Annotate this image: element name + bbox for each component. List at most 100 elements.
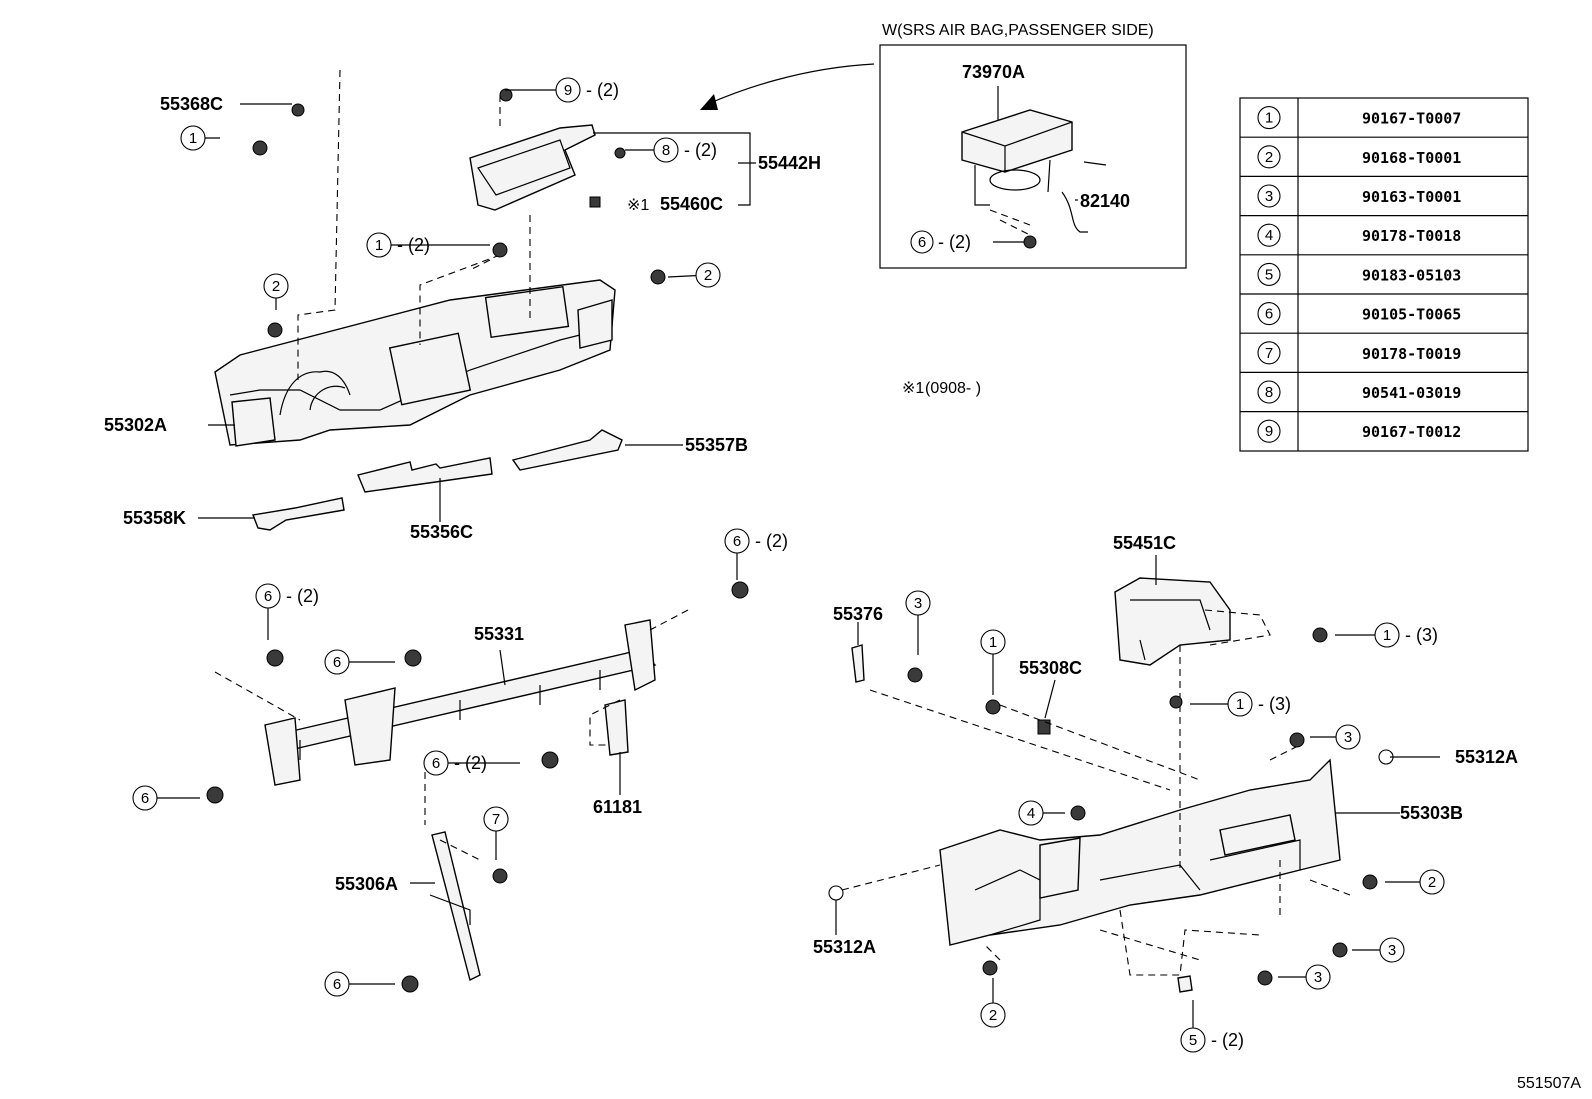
callout-number: 6 — [141, 790, 149, 807]
part-label-55356C[interactable]: 55356C — [410, 522, 473, 542]
part-label-55312A-left[interactable]: 55312A — [813, 937, 876, 957]
part-label-55308C[interactable]: 55308C — [1019, 658, 1082, 678]
bolt-icon — [206, 786, 224, 804]
part-labels: 55368C 55442H ※1 55460C 55302A 55357B 55… — [104, 94, 1518, 957]
wire-harness — [1061, 191, 1088, 233]
callout-4[interactable]: 4 — [1018, 800, 1065, 826]
callout-3[interactable]: 3 — [905, 590, 931, 655]
clip-55308C — [1037, 719, 1051, 735]
callout-9[interactable]: 9- (2) — [505, 77, 619, 103]
callout-2[interactable]: 2 — [980, 978, 1006, 1028]
legend-part-number[interactable]: 90105-T0065 — [1362, 306, 1461, 324]
callout-6[interactable]: 6 — [132, 785, 200, 811]
legend-number-circle — [1257, 184, 1281, 208]
callout-7[interactable]: 7 — [483, 806, 509, 860]
bolt-icon — [1332, 942, 1348, 958]
callout-number: 2 — [704, 267, 712, 284]
callout-1[interactable]: 1- (3) — [1190, 691, 1291, 717]
legend-number: 6 — [1265, 306, 1273, 323]
part-label-73970A[interactable]: 73970A — [962, 62, 1025, 82]
bolt-icon — [404, 649, 422, 667]
part-label-55357B[interactable]: 55357B — [685, 435, 748, 455]
callout-2[interactable]: 2 — [667, 262, 721, 288]
duct-55451C-drawing — [1114, 577, 1231, 666]
airbag-inset: W(SRS AIR BAG,PASSENGER SIDE) 73970A 821… — [879, 22, 1187, 269]
part-label-55302A[interactable]: 55302A — [104, 415, 167, 435]
callout-6[interactable]: 6 — [324, 649, 395, 675]
part-label-55376[interactable]: 55376 — [833, 604, 883, 624]
callout-6[interactable]: 6- (2) — [255, 583, 319, 640]
callout-3[interactable]: 3 — [1310, 724, 1361, 750]
legend-number: 7 — [1265, 345, 1273, 362]
callout-3[interactable]: 3 — [1352, 937, 1405, 963]
callout-quantity: - (2) — [1211, 1030, 1244, 1050]
callout-1[interactable]: 1 — [980, 629, 1006, 695]
callout-number: 5 — [1189, 1032, 1197, 1049]
callout-number: 6 — [333, 976, 341, 993]
callout-6[interactable]: 6 — [324, 971, 395, 997]
callout-circle — [1374, 622, 1400, 648]
legend-number-circle — [1257, 106, 1281, 130]
svg-text:6: 6 — [918, 234, 926, 251]
legend-part-number[interactable]: 90167-T0007 — [1362, 110, 1461, 128]
callout-6[interactable]: 6- (2) — [423, 750, 520, 776]
legend-part-number[interactable]: 90167-T0012 — [1362, 423, 1461, 441]
bolt-icon — [1312, 627, 1328, 643]
diagram-code: 551507A — [1517, 1075, 1581, 1092]
callout-number: 3 — [1344, 729, 1352, 746]
part-label-82140[interactable]: 82140 — [1080, 191, 1130, 211]
callout-1[interactable]: 1- (3) — [1335, 622, 1438, 648]
leader-lines — [198, 103, 1440, 935]
part-label-55442H[interactable]: 55442H — [758, 153, 821, 173]
pad-55356C — [357, 457, 493, 493]
callout-circle — [555, 77, 581, 103]
legend-row: 7 90178-T0019 — [1257, 341, 1461, 365]
part-label-55358K[interactable]: 55358K — [123, 508, 186, 528]
bolt-icon — [541, 751, 559, 769]
legend-part-number[interactable]: 90178-T0018 — [1362, 227, 1461, 245]
callout-circle — [1379, 937, 1405, 963]
legend-part-number[interactable]: 90168-T0001 — [1362, 149, 1461, 167]
callout-2[interactable]: 2 — [263, 273, 289, 310]
inset-callout-6: 6 - (2) — [910, 230, 1037, 254]
part-label-55451C[interactable]: 55451C — [1113, 533, 1176, 553]
callout-2[interactable]: 2 — [1385, 869, 1445, 895]
callout-8[interactable]: 8- (2) — [625, 137, 717, 163]
callout-circle — [423, 750, 449, 776]
inset-title: W(SRS AIR BAG,PASSENGER SIDE) — [882, 22, 1154, 39]
part-label-55312A-right[interactable]: 55312A — [1455, 747, 1518, 767]
legend-part-number[interactable]: 90163-T0001 — [1362, 188, 1461, 206]
bolt-icon — [907, 667, 923, 683]
part-label-55306A[interactable]: 55306A — [335, 874, 398, 894]
legend-part-number[interactable]: 90183-05103 — [1362, 266, 1461, 284]
callout-quantity: - (2) — [586, 80, 619, 100]
callout-circle — [724, 528, 750, 554]
callout-1[interactable]: 1- (2) — [366, 232, 490, 258]
callout-number: 6 — [733, 533, 741, 550]
callout-number: 3 — [914, 595, 922, 612]
part-label-55331[interactable]: 55331 — [474, 624, 524, 644]
callout-circle — [1227, 691, 1253, 717]
callout-number: 3 — [1314, 969, 1322, 986]
part-label-61181[interactable]: 61181 — [593, 797, 642, 817]
callout-number: 3 — [1388, 942, 1396, 959]
part-label-55368C[interactable]: 55368C — [160, 94, 223, 114]
pad-55358K — [252, 497, 345, 531]
bolt-icon — [401, 975, 419, 993]
part-label-55303B[interactable]: 55303B — [1400, 803, 1463, 823]
callout-5[interactable]: 5 - (2) — [1180, 1000, 1244, 1053]
pad-55357B — [511, 429, 623, 471]
legend-part-number[interactable]: 90178-T0019 — [1362, 345, 1461, 363]
legend-number: 2 — [1265, 149, 1273, 166]
legend-part-number[interactable]: 90541-03019 — [1362, 384, 1461, 402]
legend-number: 1 — [1265, 110, 1273, 127]
callout-1[interactable]: 1 — [180, 125, 220, 151]
bracket-61181 — [604, 699, 629, 756]
callout-circle — [1335, 724, 1361, 750]
callout-3[interactable]: 3 — [1278, 964, 1331, 990]
callout-6[interactable]: 6- (2) — [724, 528, 788, 580]
part-label-55460C[interactable]: 55460C — [660, 194, 723, 214]
